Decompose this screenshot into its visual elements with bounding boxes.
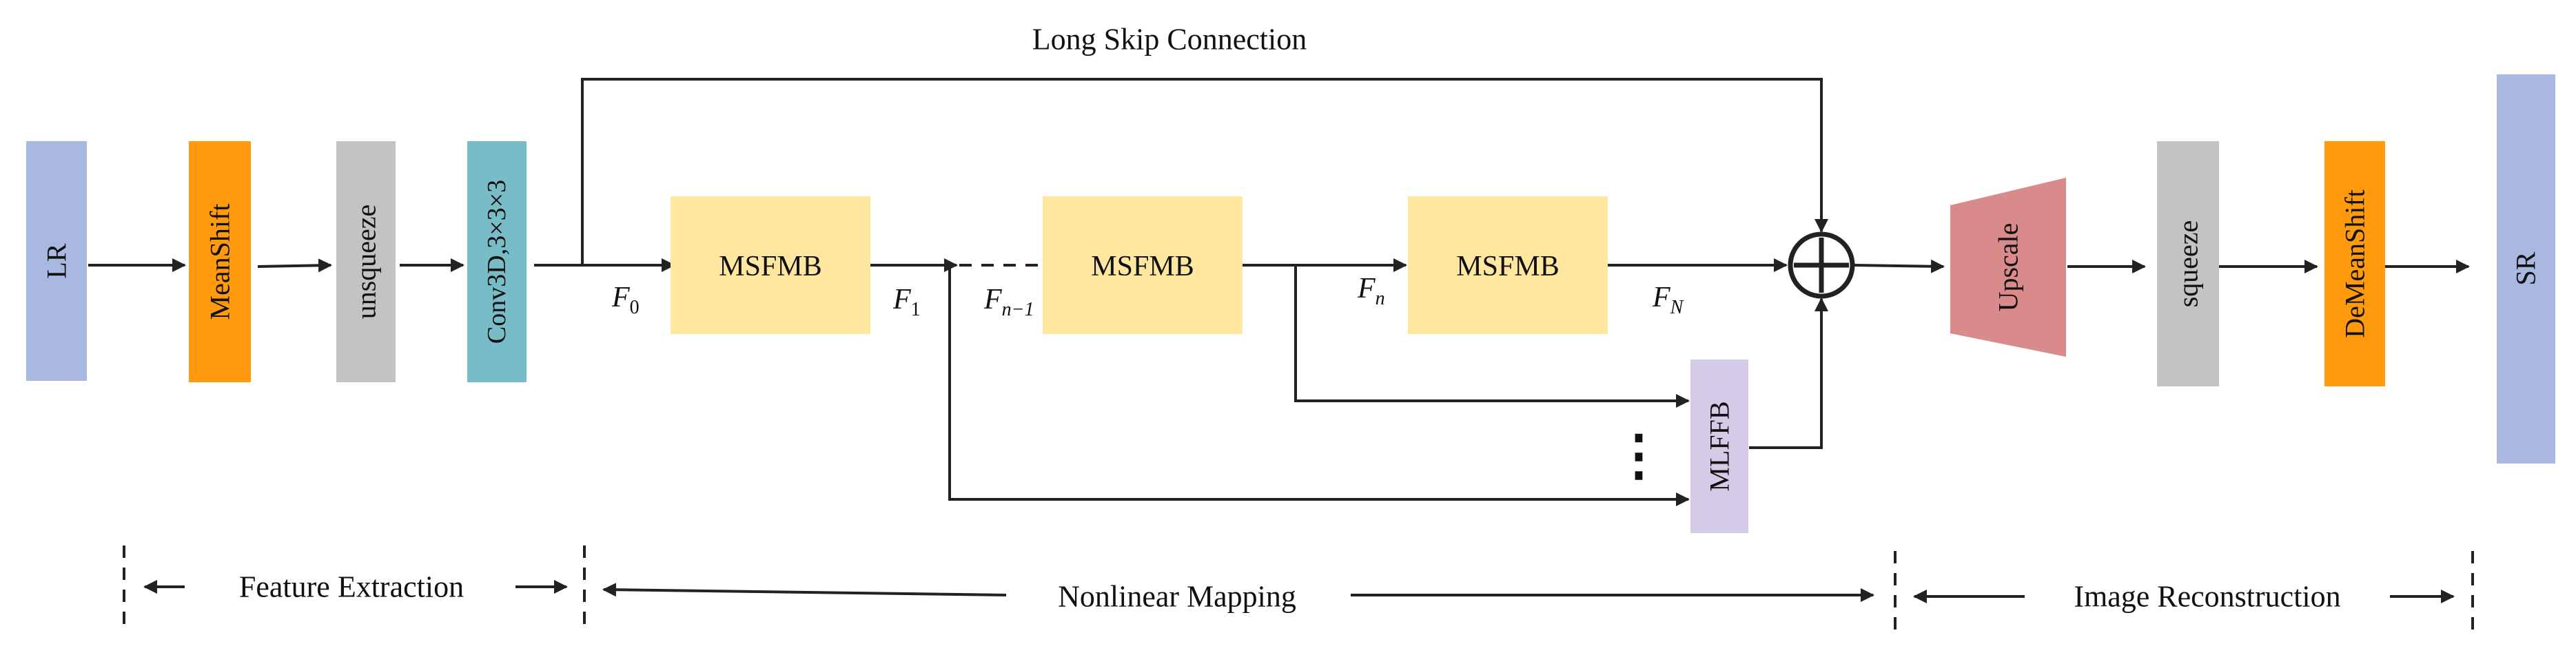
meanshift-label: MeanShift [205,204,236,320]
demeanshift-block: DeMeanShift [2324,141,2385,386]
unsqueeze-block: unsqueeze [336,141,396,382]
upscale-label: Upscale [1993,223,2024,312]
demeanshift-box [2324,141,2385,386]
conv3d-block: Conv3D,3×3×3 [467,141,527,382]
upscale-shape [1950,178,2066,357]
arrow-f1-to-mlffb [948,265,1690,506]
lr-label: LR [41,243,72,278]
conv3d-box [467,141,527,382]
long-skip-connection-label: Long Skip Connection [1032,23,1307,56]
mlffb-box [1690,360,1748,533]
nonlinear-mapping-label: Nonlinear Mapping [1058,580,1296,614]
mlffb-label: MLFFB [1704,401,1735,491]
arrow-mlffb-to-sum [1749,298,1828,449]
arrow-sum-upscale [1853,259,1945,273]
msfmb-block-1: MSFMB [671,196,870,334]
mlffb-block: MLFFB [1690,360,1748,533]
arrow-meanshift-unsqueeze [257,258,332,273]
demeanshift-label: DeMeanShift [2340,189,2371,338]
meanshift-box [189,141,251,382]
msfmb-box-1 [671,196,870,334]
nonlinear-mapping-arrow-left [602,583,1007,597]
feature-extraction-label: Feature Extraction [239,570,464,604]
unsqueeze-box [336,141,396,382]
sr-box [2497,74,2555,464]
upscale-block: Upscale [1950,178,2066,357]
connections [88,78,2470,506]
arrow-fn-to-mlffb [1294,265,1690,408]
msfmb-label-2: MSFMB [1091,251,1194,282]
feature-label-f1: F1 [892,284,921,320]
feature-label-f0: F0 [611,282,640,318]
feature-labels: F0 F1 Fn−1 Fn FN [611,273,1684,320]
msfmb-label-1: MSFMB [719,251,821,282]
meanshift-block: MeanShift [189,141,251,382]
image-reconstruction-label: Image Reconstruction [2074,580,2340,614]
long-skip-connection [581,78,1828,265]
stage-annotations: Feature Extraction Nonlinear Mapping Ima… [123,545,2474,634]
feature-label-fN: FN [1652,282,1684,318]
msfmb-block-3: MSFMB [1408,196,1608,334]
msfmb-box-3 [1408,196,1608,334]
msfmb-block-2: MSFMB [1043,196,1243,334]
sum-node [1788,231,1855,299]
sr-label: SR [2511,251,2542,285]
squeeze-label: squeeze [2173,220,2204,308]
unsqueeze-label: unsqueeze [351,205,382,320]
lr-box [26,141,87,381]
squeeze-block: squeeze [2157,141,2219,386]
msfmb-label-3: MSFMB [1456,251,1559,282]
feature-label-fn: Fn [1357,273,1385,309]
conv3d-label: Conv3D,3×3×3 [482,180,511,344]
ellipsis-label: ⋮ [1611,426,1666,486]
feature-label-fn-minus-1: Fn−1 [983,284,1034,320]
sr-block: SR [2497,74,2555,464]
squeeze-box [2157,141,2219,386]
msfmb-box-2 [1043,196,1243,334]
lr-block: LR [26,141,87,381]
